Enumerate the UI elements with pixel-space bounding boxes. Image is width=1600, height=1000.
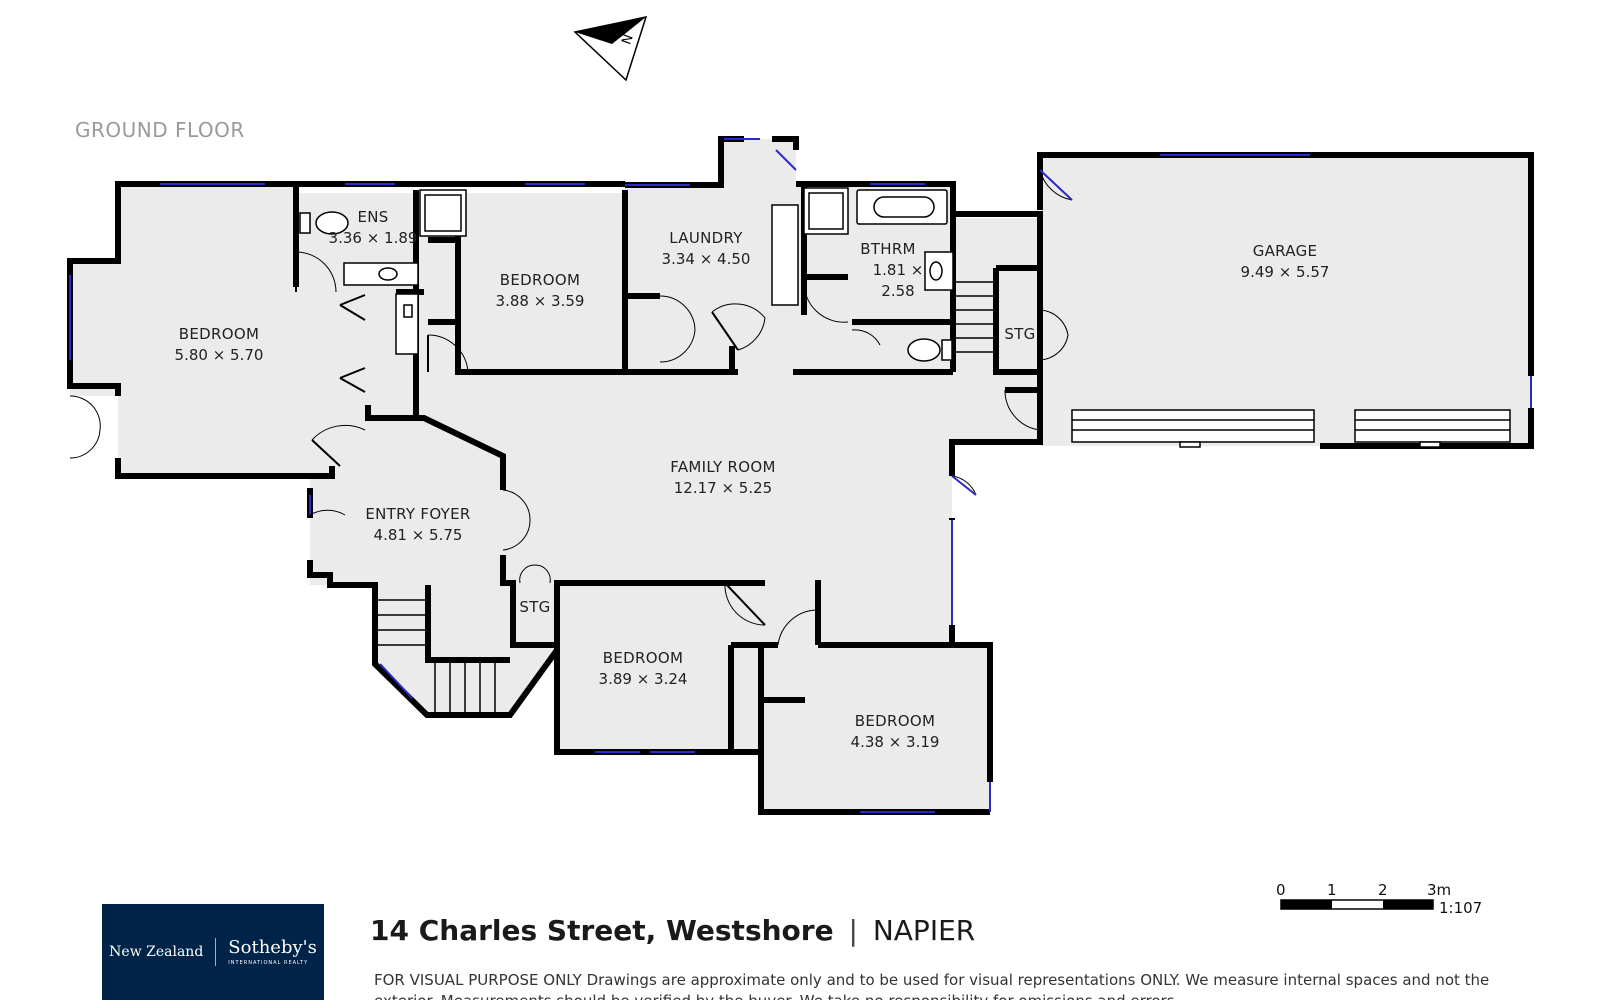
logo-sub: INTERNATIONAL REALTY xyxy=(228,959,309,966)
stairs xyxy=(375,281,996,715)
scale-ratio: 1:107 xyxy=(1439,899,1482,917)
floor-area xyxy=(70,139,1531,814)
room-label-bedroom-3: BEDROOM xyxy=(603,649,683,667)
room-label-stg-1: STG xyxy=(1004,325,1035,343)
door-leaves xyxy=(295,149,1073,626)
door-swings xyxy=(69,169,1073,646)
room-label-entry-foyer: ENTRY FOYER xyxy=(365,505,470,523)
room-label-laundry: LAUNDRY xyxy=(669,229,743,247)
compass-label: N xyxy=(619,32,636,46)
room-label-ens: ENS xyxy=(357,208,388,226)
windows xyxy=(69,138,1532,813)
room-dims-bthrm-2: 2.58 xyxy=(881,282,914,300)
room-dims-family-room: 12.17 × 5.25 xyxy=(674,479,772,497)
room-dims-bedroom-2: 3.88 × 3.59 xyxy=(496,292,585,310)
room-label-bthrm: BTHRM xyxy=(860,240,916,258)
logo-divider xyxy=(215,938,217,966)
property-address: 14 Charles Street, Westshore | NAPIER xyxy=(370,914,975,947)
room-dims-bedroom-3: 3.89 × 3.24 xyxy=(599,670,688,688)
laundry-bench xyxy=(771,204,799,306)
address-separator: | xyxy=(848,914,858,947)
logo-region: New Zealand xyxy=(109,944,204,960)
disclaimer-text: FOR VISUAL PURPOSE ONLY Drawings are app… xyxy=(374,971,1490,1000)
sothebys-logo: New Zealand Sotheby's INTERNATIONAL REAL… xyxy=(102,904,324,1000)
logo-brand: Sotheby's xyxy=(228,936,317,958)
room-dims-bedroom-1: 5.80 × 5.70 xyxy=(175,346,264,364)
room-label-bedroom-4: BEDROOM xyxy=(855,712,935,730)
scale-tick-2: 2 xyxy=(1378,881,1388,899)
logo-brand-block: Sotheby's INTERNATIONAL REALTY xyxy=(228,936,317,966)
room-dims-bthrm-1: 1.81 × xyxy=(873,261,924,279)
garage-doors xyxy=(1071,409,1511,448)
north-compass-icon: N xyxy=(573,16,648,82)
room-labels: BEDROOM 5.80 × 5.70 ENS 3.36 × 1.89 BEDR… xyxy=(175,208,1330,751)
scale-bar: 0 1 2 3m 1:107 xyxy=(1276,881,1482,917)
floor-label: GROUND FLOOR xyxy=(75,118,245,142)
scale-tick-1: 1 xyxy=(1327,881,1337,899)
room-label-bedroom-2: BEDROOM xyxy=(500,271,580,289)
room-dims-laundry: 3.34 × 4.50 xyxy=(662,250,751,268)
room-dims-entry-foyer: 4.81 × 5.75 xyxy=(374,526,463,544)
room-label-family-room: FAMILY ROOM xyxy=(670,458,775,476)
room-label-garage: GARAGE xyxy=(1253,242,1318,260)
room-dims-bedroom-4: 4.38 × 3.19 xyxy=(851,733,940,751)
room-label-stg-2: STG xyxy=(519,598,550,616)
bthrm-toilet-icon xyxy=(907,338,941,362)
room-dims-garage: 9.49 × 5.57 xyxy=(1241,263,1330,281)
toilet-icon xyxy=(315,211,349,235)
room-dims-ens: 3.36 × 1.89 xyxy=(329,229,418,247)
address-city: NAPIER xyxy=(872,914,976,947)
scale-tick-0: 0 xyxy=(1276,881,1286,899)
room-label-bedroom-1: BEDROOM xyxy=(179,325,259,343)
fixtures xyxy=(299,187,954,362)
address-street: 14 Charles Street, Westshore xyxy=(370,914,834,947)
scale-tick-3: 3m xyxy=(1427,881,1451,899)
